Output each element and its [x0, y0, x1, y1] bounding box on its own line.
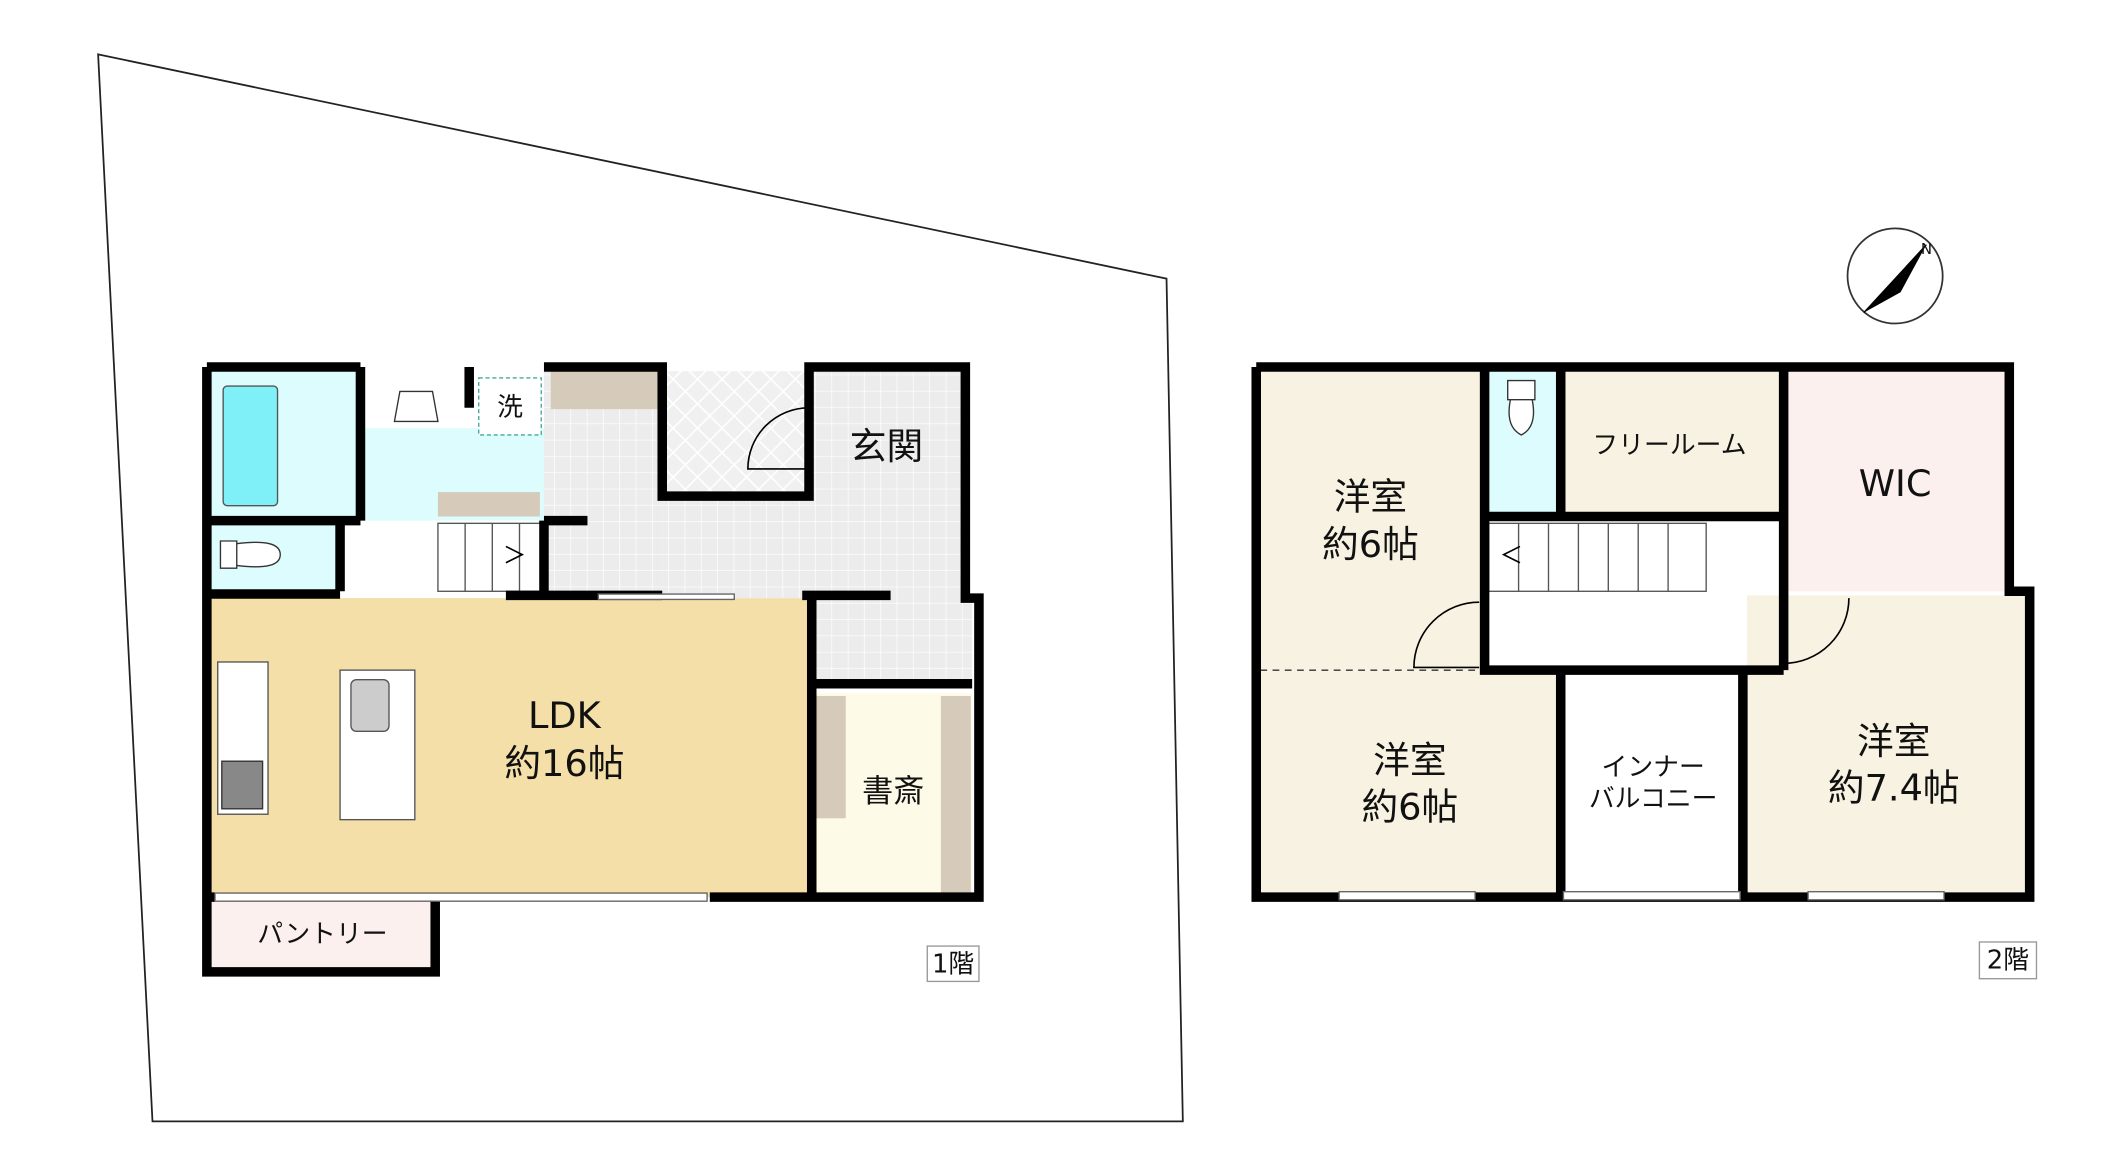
lot-boundary [97, 53, 1184, 1123]
bathtub-icon [222, 385, 279, 507]
free-room [1560, 371, 1784, 517]
compass-icon: N [1846, 227, 1944, 325]
wic-label: WIC [1859, 462, 1932, 505]
room-c [1746, 595, 2026, 895]
stove-icon [221, 760, 264, 810]
hall-shelf [550, 371, 660, 410]
door-swing [1783, 598, 1850, 665]
floor-1-badge [926, 945, 980, 983]
genkan-bottom [811, 598, 973, 683]
washer-space [478, 377, 542, 436]
window [1338, 891, 1476, 901]
room-a [1260, 371, 1485, 671]
study-label: 書斎 [862, 773, 925, 809]
stairs-2f [1488, 522, 1707, 592]
island-sink-icon [350, 678, 390, 732]
study-shelf [815, 695, 846, 819]
balcony-label-2: バルコニー [1589, 784, 1718, 814]
genkan-lower [662, 496, 810, 599]
compass-north-label: N [1921, 240, 1932, 258]
genkan-floor [809, 371, 966, 599]
wic-room [1783, 371, 2010, 592]
free-room-label: フリールーム [1592, 430, 1746, 460]
toilet-icon [1507, 379, 1536, 436]
door-swing [1413, 601, 1480, 669]
window [214, 892, 708, 902]
floor-1-label: 1階 [932, 950, 974, 980]
floor-2-badge [1978, 941, 2038, 980]
room-c-name: 洋室 [1857, 720, 1930, 763]
window [1807, 891, 1945, 901]
pantry-label: パントリー [257, 920, 387, 950]
toilet-icon [219, 540, 281, 569]
study-closet [940, 695, 971, 895]
sink-icon [393, 390, 439, 423]
balcony-label-1: インナー [1602, 753, 1705, 783]
laundry-label: 洗 [497, 392, 523, 422]
room-c-size: 約7.4帖 [1828, 766, 1960, 809]
entrance-porch [662, 371, 810, 497]
genkan-label: 玄関 [850, 425, 923, 468]
ldk-label: LDK [528, 694, 602, 737]
floor-2: 洋室 約6帖 フリールーム WIC 洋室 約6帖 インナー バルコニー 洋室 約… [1251, 362, 2038, 980]
door-swing [747, 406, 810, 470]
room-b [1260, 670, 1557, 895]
room-b-name: 洋室 [1373, 739, 1446, 782]
stairs-1f [437, 522, 545, 592]
floor-2-label: 2階 [1987, 946, 2029, 976]
room-a-name: 洋室 [1334, 475, 1407, 518]
ldk-size: 約16帖 [504, 742, 624, 785]
window [1562, 891, 1741, 901]
window [597, 593, 735, 601]
shelf [437, 492, 540, 517]
room-a-size: 約6帖 [1322, 523, 1419, 566]
inner-balcony [1560, 670, 1743, 895]
floor-1: 洗 玄関 LDK 約16帖 書斎 パントリー 1 [202, 362, 984, 983]
ldk-area [210, 598, 810, 898]
room-b-size: 約6帖 [1361, 785, 1458, 828]
pantry [210, 897, 436, 972]
